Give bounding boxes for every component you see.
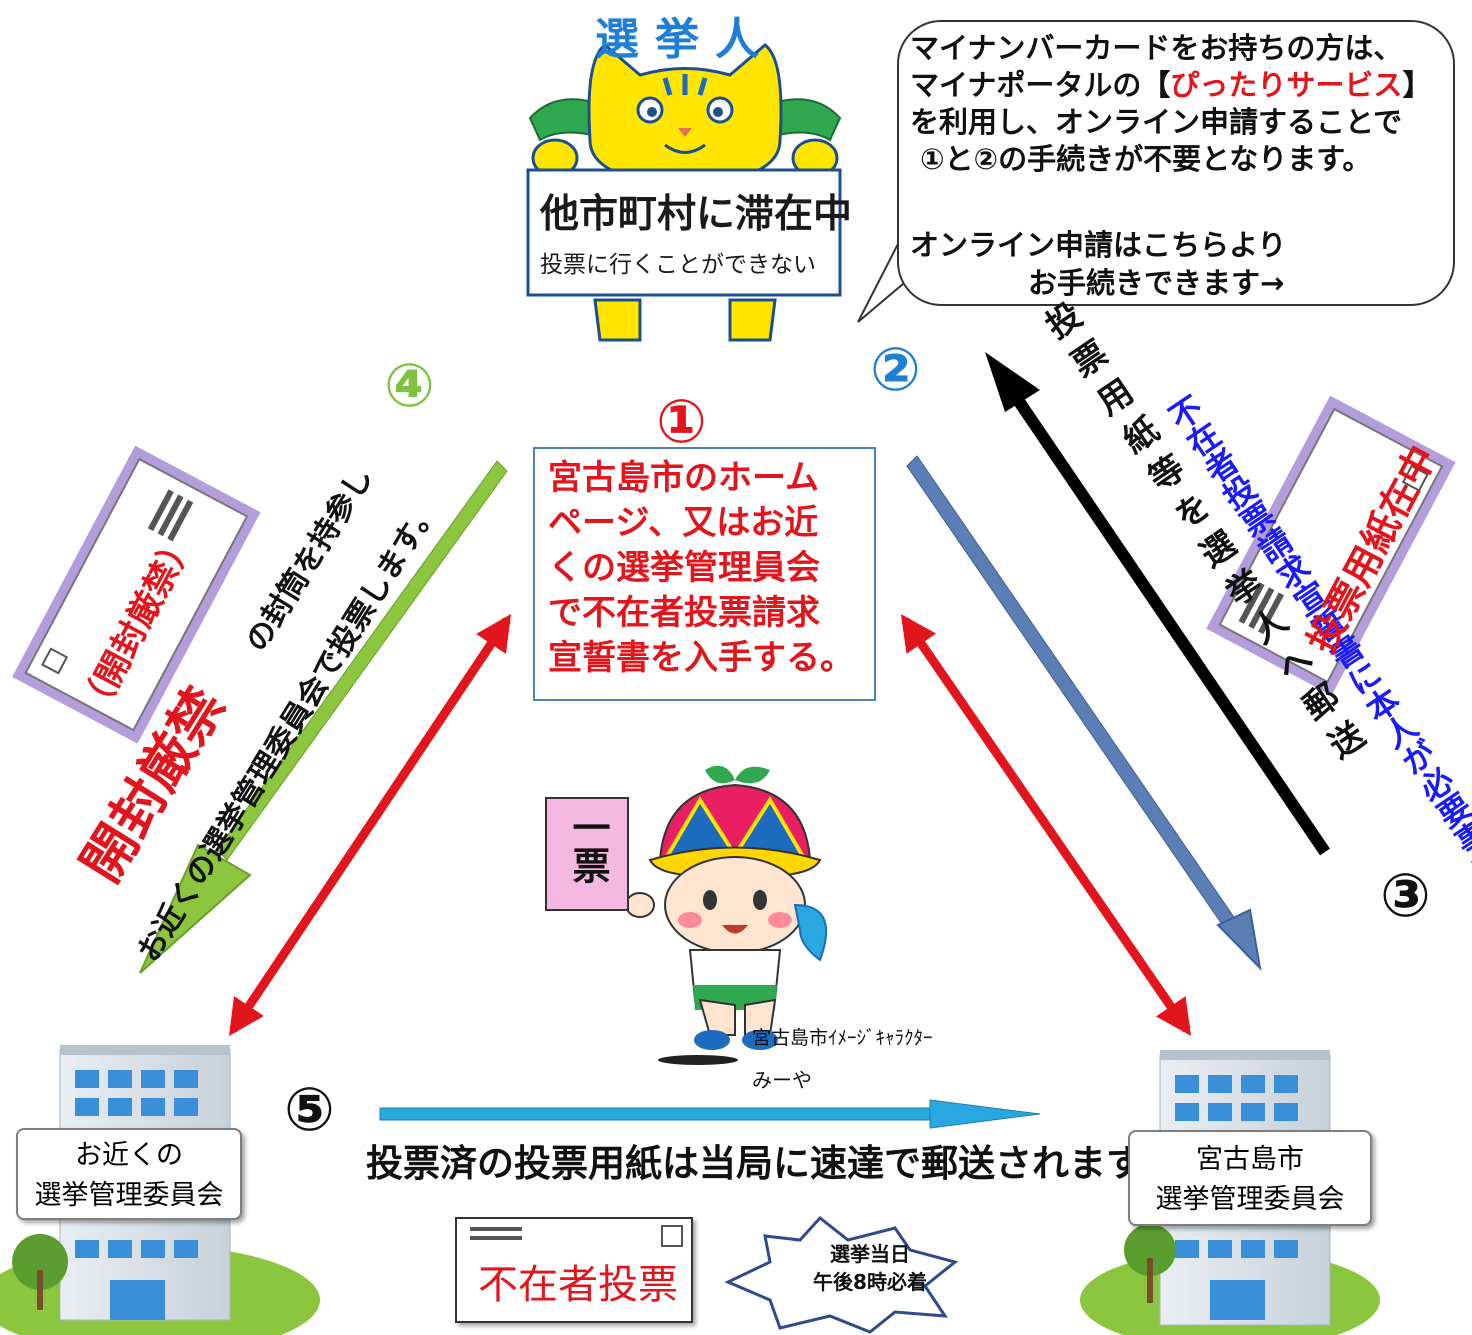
step1-text: 宮古島市のホーム ページ、又はお近 くの選挙管理員会 で不在者投票請求 宣誓書を… bbox=[548, 456, 868, 681]
voter-cat-illustration bbox=[528, 43, 842, 342]
step1-line: で不在者投票請求 bbox=[548, 593, 820, 633]
callout-line1: マイナンバーカードをお持ちの方は、 bbox=[910, 31, 1403, 65]
step4-number: ④ bbox=[384, 351, 435, 421]
callout-line5: オンライン申請はこちらより bbox=[910, 228, 1287, 262]
miya-sign-board bbox=[545, 797, 629, 911]
step1-line: くの選挙管理員会 bbox=[548, 548, 820, 588]
miya-caption-line2: みーや bbox=[752, 1068, 812, 1092]
red-double-arrow-left bbox=[228, 614, 512, 1036]
step1-line: 宣誓書を入手する。 bbox=[548, 638, 854, 678]
red-double-arrow-right bbox=[900, 614, 1192, 1036]
callout-text: マイナンバーカードをお持ちの方は、 マイナポータルの【ぴったりサービス】 を利用… bbox=[910, 30, 1450, 178]
callout-line6: お手続きできます→ bbox=[1028, 266, 1285, 300]
right-office-line1: 宮古島市 bbox=[1196, 1144, 1304, 1175]
voter-sign-board bbox=[526, 168, 842, 297]
step1-number: ① bbox=[656, 387, 707, 457]
voter-sign-line1: 他市町村に滞在中 bbox=[540, 191, 853, 237]
right-office-line2: 選挙管理委員会 bbox=[1155, 1184, 1345, 1215]
right-envelope bbox=[1206, 395, 1456, 696]
bottom-envelope-label: 不在者投票 bbox=[478, 1262, 678, 1308]
deadline-burst bbox=[724, 1215, 959, 1334]
bottom-envelope bbox=[455, 1217, 693, 1323]
left-envelope bbox=[12, 445, 261, 744]
miya-caption-line1: 宮古島市ｲﾒｰｼﾞｷｬﾗｸﾀｰ bbox=[752, 1027, 933, 1049]
deadline-line2: 午後8時必着 bbox=[813, 1270, 927, 1294]
step5-text: 投票済の投票用紙は当局に速達で郵送されます。 bbox=[366, 1141, 1177, 1185]
left-office-label: お近くの 選挙管理委員会 bbox=[16, 1128, 242, 1220]
step5-number: ⑤ bbox=[284, 1075, 335, 1145]
step3-number: ③ bbox=[1380, 861, 1431, 931]
right-office-label: 宮古島市 選挙管理委員会 bbox=[1128, 1130, 1372, 1226]
step2-number: ② bbox=[870, 335, 921, 405]
step1-line: 宮古島市のホーム bbox=[548, 458, 819, 498]
step5-arrow bbox=[379, 1099, 1041, 1129]
step1-box bbox=[533, 447, 876, 701]
pittari-service-link[interactable]: ぴったりサービス bbox=[1170, 68, 1403, 102]
voter-sign-line2: 投票に行くことができない bbox=[540, 252, 816, 278]
callout-line4: ①と②の手続きが不要となります。 bbox=[920, 142, 1372, 176]
voter-title: 選挙人 bbox=[595, 14, 775, 65]
callout-line2: マイナポータルの【ぴったりサービス】 bbox=[910, 68, 1432, 102]
miya-mascot-illustration bbox=[625, 765, 828, 1065]
online-application-callout bbox=[897, 20, 1455, 306]
left-office-line1: お近くの bbox=[75, 1140, 183, 1171]
callout-line3: を利用し、オンライン申請することで bbox=[910, 105, 1403, 139]
deadline-line1: 選挙当日 bbox=[830, 1242, 910, 1266]
left-office-line2: 選挙管理委員会 bbox=[34, 1180, 224, 1211]
step1-line: ページ、又はお近 bbox=[548, 503, 819, 543]
miya-sign-text: 一票 bbox=[566, 808, 611, 884]
